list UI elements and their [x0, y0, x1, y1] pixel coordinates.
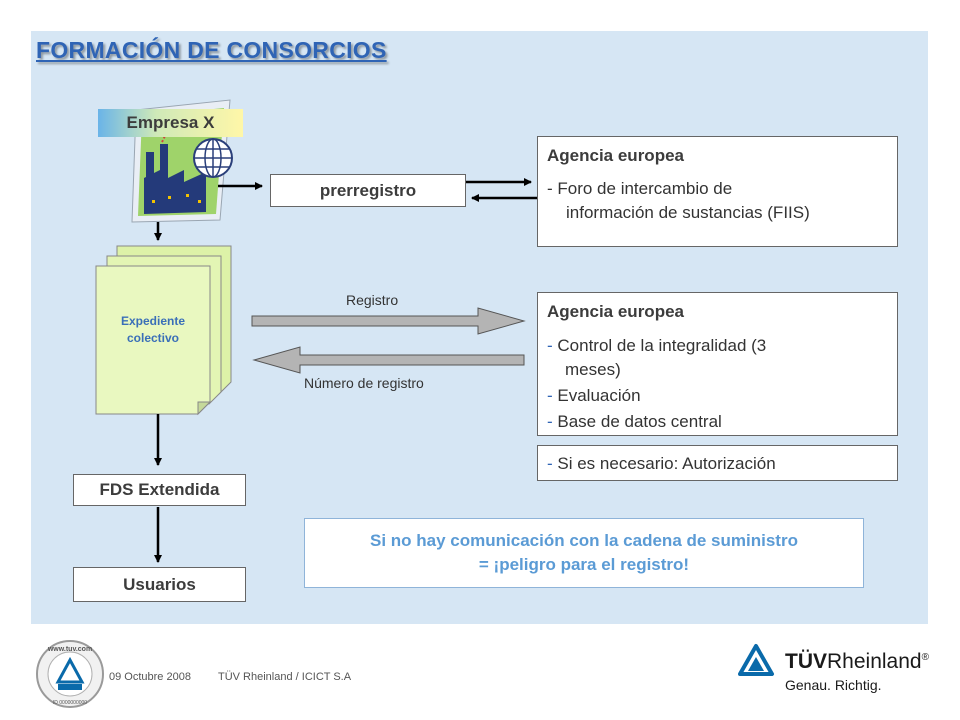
agency-forum-line2: información de sustancias (FIIS)	[566, 203, 810, 222]
tuv-tagline: Genau. Richtig.	[785, 677, 882, 693]
registro-arrow	[251, 307, 526, 335]
document-stack	[95, 245, 232, 416]
agency-item-integralidad-cont: meses)	[565, 360, 621, 379]
expediente-line2: colectivo	[126, 331, 180, 345]
expediente-label: Expediente colectivo	[98, 313, 208, 347]
agency-item-text: Control de la integralidad (3	[557, 336, 767, 355]
tuv-brand-reg: ®	[921, 652, 929, 663]
agency-item-text: Evaluación	[557, 386, 641, 405]
numero-registro-label: Número de registro	[304, 375, 424, 391]
company-label: Empresa X	[98, 109, 243, 137]
agency-box-forum: Agencia europea - Foro de intercambio de…	[537, 136, 898, 247]
numero-registro-arrow	[252, 346, 525, 374]
autorizacion-item: - Si es necesario: Autorización	[547, 454, 776, 473]
fds-extendida-box: FDS Extendida	[73, 474, 246, 506]
agency-forum-line1: - Foro de intercambio de	[547, 179, 733, 198]
agency-box-registration: Agencia europea - Control de la integral…	[537, 292, 898, 436]
prerregistro-box: prerregistro	[270, 174, 466, 207]
slide-title: FORMACIÓN DE CONSORCIOS	[36, 37, 387, 63]
tuv-seal-icon: www.tuv.com ID 0000000000	[36, 640, 104, 708]
globe-icon	[193, 138, 233, 178]
supply-chain-warning: Si no hay comunicación con la cadena de …	[304, 518, 864, 588]
usuarios-box: Usuarios	[73, 567, 246, 602]
seal-id: ID 0000000000	[53, 700, 87, 706]
expediente-line1: Expediente	[120, 314, 186, 328]
agency-title: Agencia europea	[547, 146, 684, 165]
tuv-brand-bold: TÜV	[785, 650, 827, 673]
tuv-logo-icon	[738, 644, 774, 676]
agency-item-base-datos: - Base de datos central	[547, 412, 722, 431]
seal-text: www.tuv.com	[47, 646, 92, 653]
agency-item-evaluacion: - Evaluación	[547, 386, 641, 405]
footer-date: 09 Octubre 2008	[109, 671, 191, 683]
tuv-brand-name: TÜVRheinland®	[785, 650, 929, 674]
registro-label: Registro	[346, 292, 399, 308]
tuv-brand-rest: Rheinland	[827, 650, 922, 673]
agency-item-integralidad: - Control de la integralidad (3	[547, 336, 767, 355]
autorizacion-box: - Si es necesario: Autorización	[537, 445, 898, 481]
footer-org: TÜV Rheinland / ICICT S.A	[218, 671, 352, 683]
warning-line2: = ¡peligro para el registro!	[478, 555, 690, 574]
agency-item-text: Base de datos central	[557, 412, 722, 431]
autorizacion-text: Si es necesario: Autorización	[557, 454, 776, 473]
warning-line1: Si no hay comunicación con la cadena de …	[370, 531, 798, 550]
agency-title-2: Agencia europea	[547, 302, 684, 321]
